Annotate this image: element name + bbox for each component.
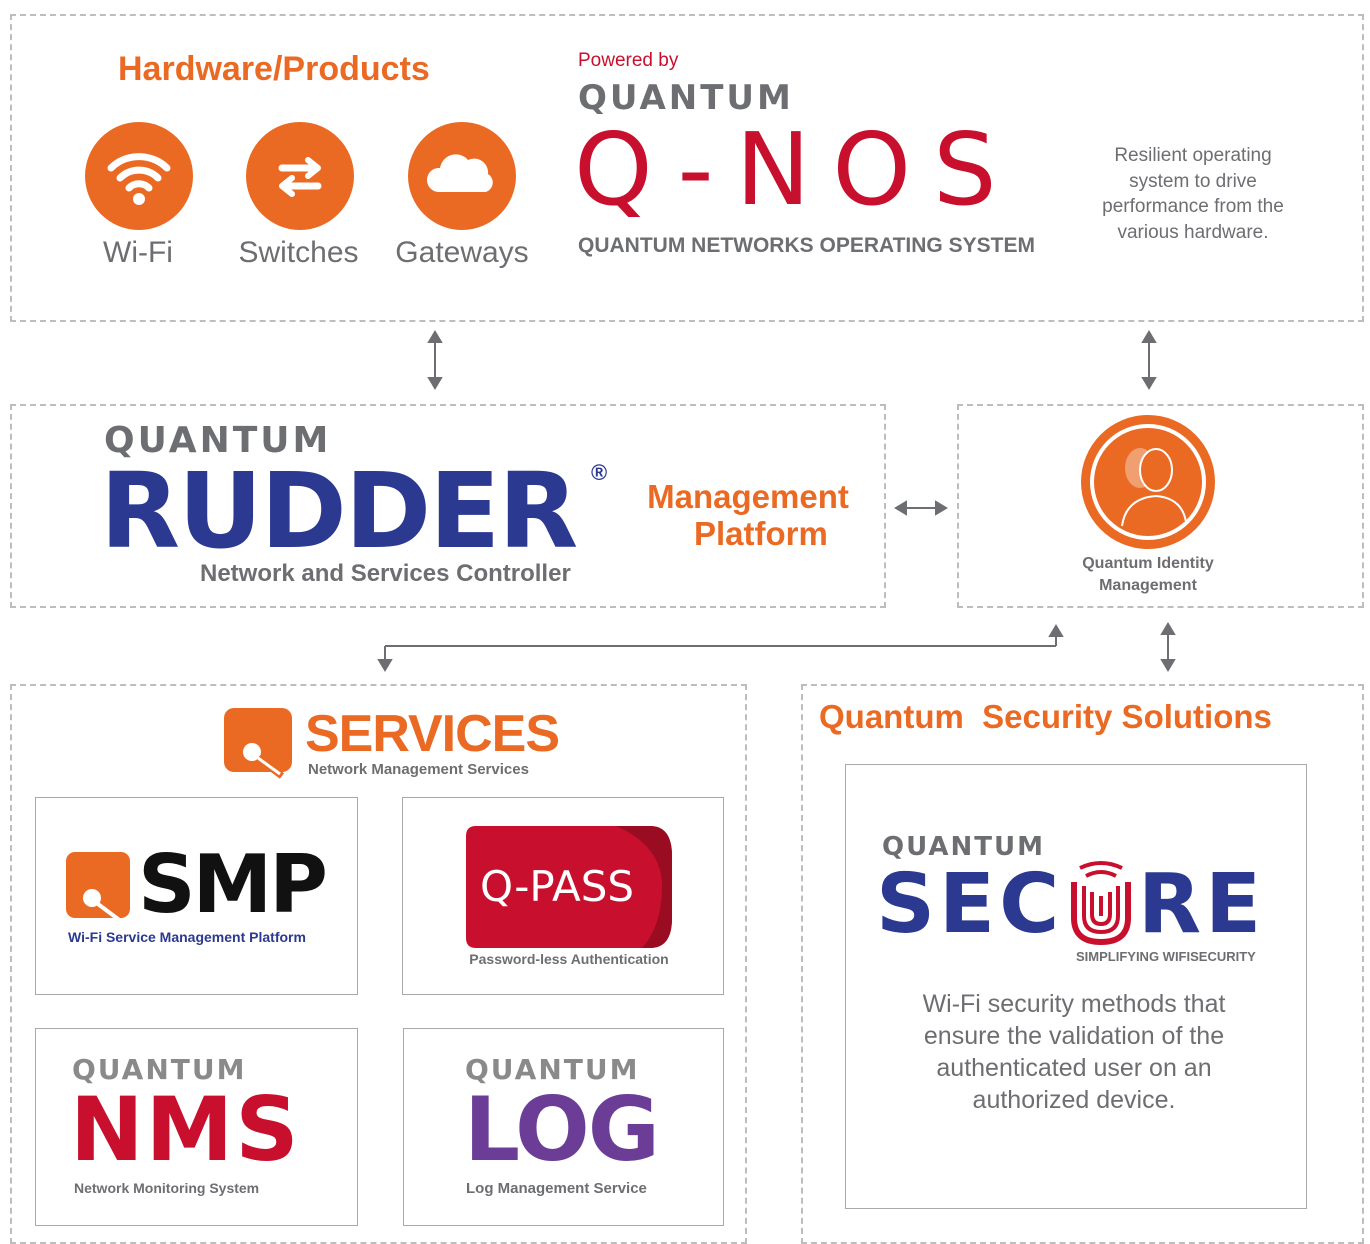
identity-box	[957, 404, 1364, 608]
product-label-gateways: Gateways	[395, 236, 529, 269]
cloud-icon	[408, 122, 516, 230]
qpass-subtitle: Password-less Authentication	[469, 951, 669, 967]
services-logo: SERVICES	[305, 705, 560, 763]
services-q-icon	[224, 708, 296, 783]
identity-label-2: Management	[1099, 577, 1197, 594]
rudder-logo: RUDDER	[100, 450, 578, 572]
secure-logo-right: RE	[1138, 857, 1266, 952]
nms-subtitle: Network Monitoring System	[74, 1180, 260, 1196]
secure-quantum-word: QUANTUM	[882, 832, 1046, 862]
wifi-icon	[85, 122, 193, 230]
product-switches	[246, 122, 354, 230]
hardware-products-title: Hardware/Products	[118, 50, 430, 88]
log-subtitle: Log Management Service	[466, 1180, 647, 1197]
nms-card	[35, 1028, 358, 1226]
rudder-subtitle: Network and Services Controller	[200, 560, 571, 587]
product-gateways	[408, 122, 516, 230]
secure-logo-left: SEC	[876, 857, 1064, 952]
log-quantum-word: QUANTUM	[465, 1053, 640, 1086]
rudder-box	[10, 404, 886, 608]
product-wifi	[85, 122, 197, 230]
management-platform-label-1: Management	[647, 478, 849, 515]
security-title: Quantum Security Solutions	[819, 698, 1272, 735]
qnos-description: Resilient operating system to drive perf…	[1102, 145, 1284, 243]
services-subtitle: Network Management Services	[308, 761, 529, 778]
qpass-badge	[466, 826, 674, 953]
hardware-os-box	[10, 14, 1364, 322]
registered-mark: ®	[591, 460, 608, 485]
log-card	[403, 1028, 724, 1226]
powered-by-label: Powered by	[578, 50, 679, 71]
smp-subtitle: Wi-Fi Service Management Platform	[68, 929, 306, 945]
qnos-quantum-word: QUANTUM	[578, 78, 794, 118]
product-label-wifi: Wi-Fi	[103, 236, 173, 269]
smp-q-icon	[66, 852, 134, 929]
smp-logo: SMP	[138, 838, 328, 931]
secure-description: Wi-Fi security methods that ensure the v…	[922, 990, 1226, 1114]
rudder-quantum-word: QUANTUM	[104, 420, 332, 461]
identity-label-1: Quantum Identity	[1082, 555, 1214, 572]
secure-tagline: SIMPLIFYING WIFISECURITY	[1076, 949, 1256, 964]
qnos-subtitle: QUANTUM NETWORKS OPERATING SYSTEM	[578, 234, 1035, 257]
nms-quantum-word: QUANTUM	[72, 1053, 247, 1086]
log-logo: LOG	[464, 1078, 660, 1181]
switch-arrows-icon	[246, 122, 354, 230]
nms-logo: NMS	[70, 1078, 301, 1181]
qpass-logo: Q-PASS	[480, 862, 635, 911]
fingerprint-icon	[1070, 861, 1132, 949]
user-silhouette-icon	[1078, 412, 1218, 557]
qnos-logo: Q-NOS	[574, 111, 1019, 228]
secure-card	[845, 764, 1307, 1209]
product-label-switches: Switches	[238, 236, 359, 269]
management-platform-label-2: Platform	[694, 515, 828, 552]
